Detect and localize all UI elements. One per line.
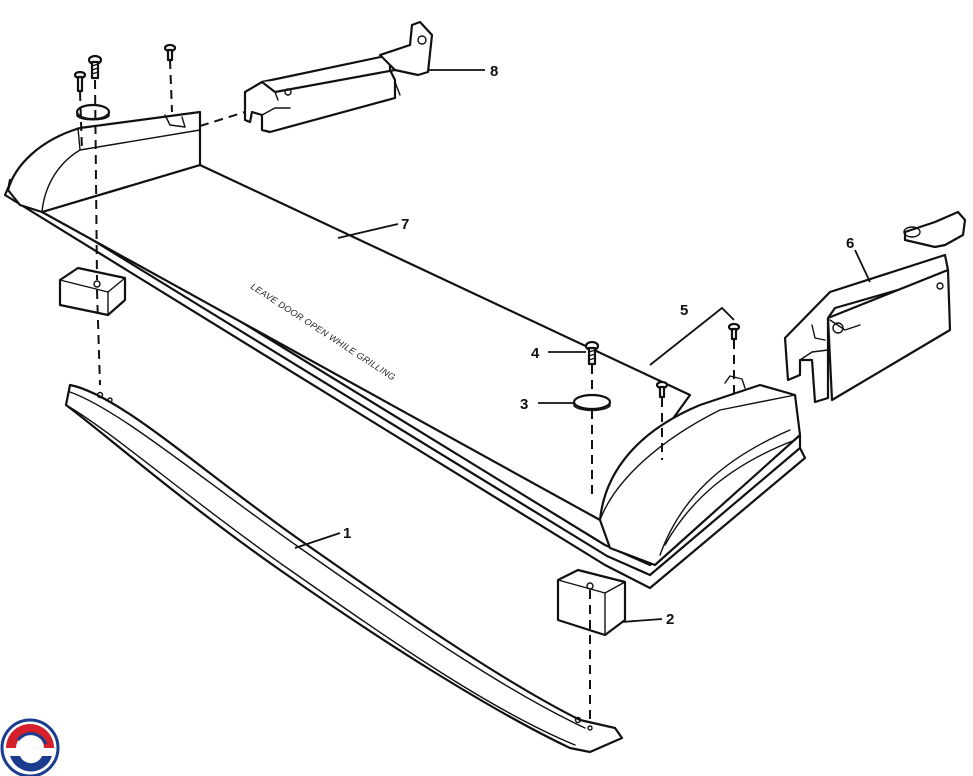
leader-lines — [294, 69, 871, 623]
callout-4: 4 — [531, 345, 540, 362]
assembly-lines — [79, 59, 735, 720]
trim-strip — [64, 383, 624, 754]
callout-2: 2 — [666, 611, 674, 628]
screw-small-b — [727, 322, 741, 341]
door-panel — [3, 110, 807, 590]
screw-right — [584, 340, 600, 366]
hinge-bracket-right — [783, 210, 967, 404]
hinge-bracket-left — [243, 20, 434, 134]
screw-small-a — [655, 380, 669, 399]
spacer-block-right — [556, 568, 627, 637]
screw-left-2 — [73, 70, 87, 93]
callout-8: 8 — [490, 63, 498, 80]
callout-7: 7 — [401, 216, 409, 233]
screw-left-1 — [87, 54, 103, 80]
callout-1: 1 — [343, 525, 351, 542]
screw-left-3 — [163, 43, 177, 62]
washer — [572, 393, 612, 412]
callout-5: 5 — [680, 302, 688, 319]
washer-left — [75, 103, 111, 121]
callout-3: 3 — [520, 396, 528, 413]
callout-6: 6 — [846, 235, 854, 252]
brand-logo — [0, 718, 60, 776]
spacer-block-left — [58, 266, 127, 317]
